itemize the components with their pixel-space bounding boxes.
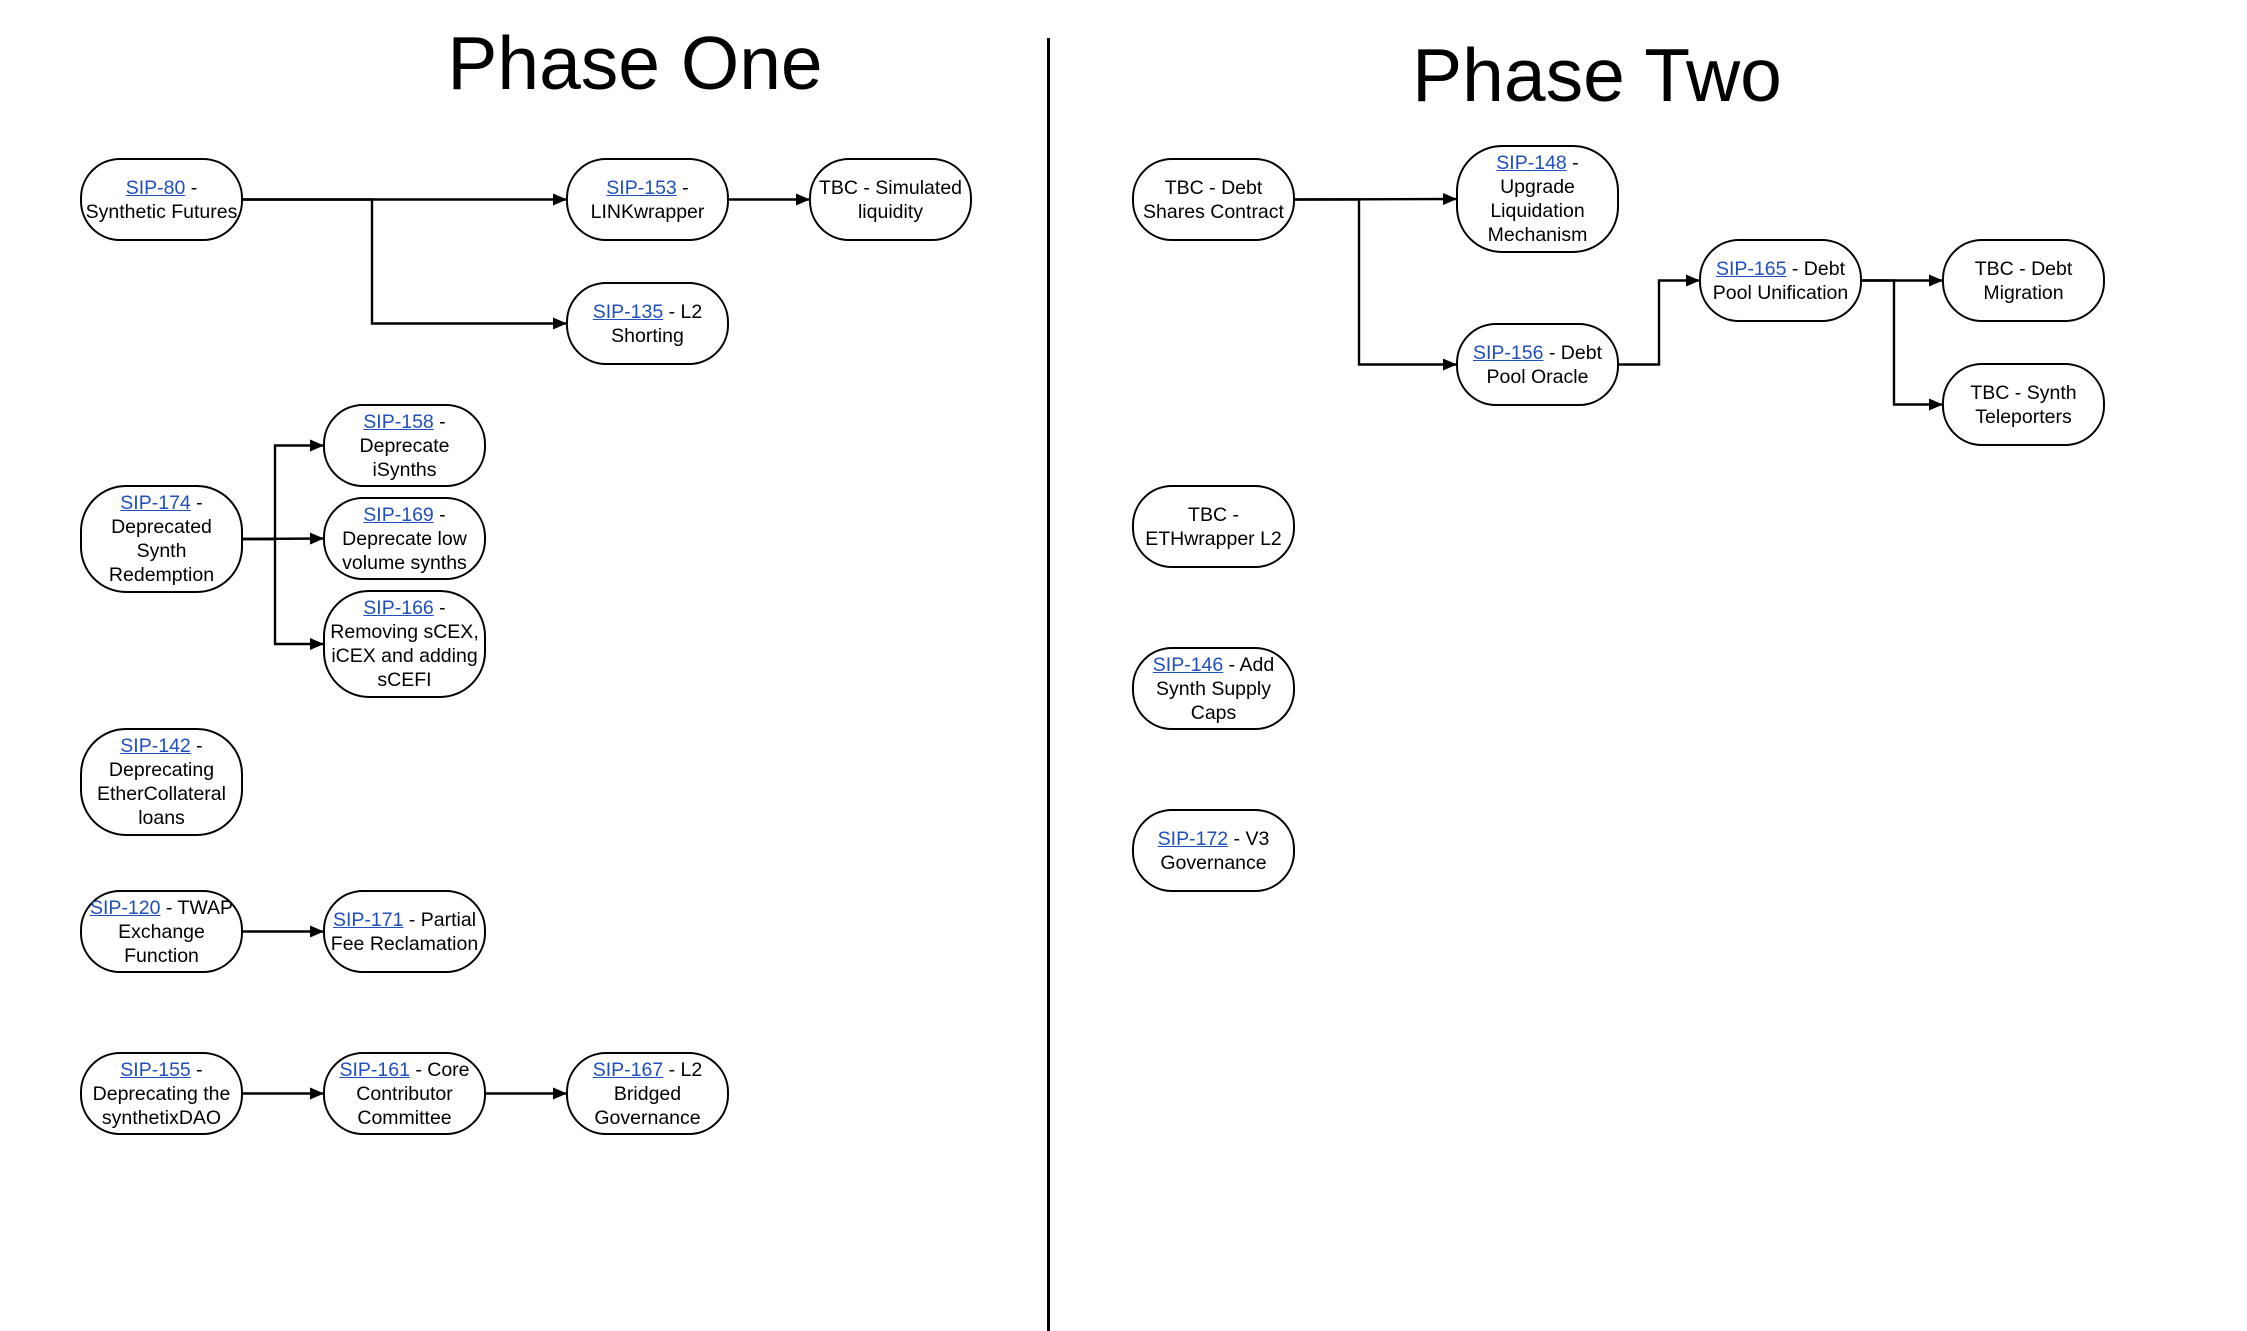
sip-link[interactable]: SIP-148 [1496,152,1567,174]
node-text: - Deprecated Synth Redemption [108,492,215,586]
node-text: TBC - Debt Migration [1974,257,2073,304]
node-text: - TWAP Exchange Function [118,896,234,967]
node-text: - Upgrade Liquidation Mechanism [1487,152,1588,246]
node-text: TBC - Simulated liquidity [818,176,963,223]
node-text: TBC - Synth Teleporters [1970,381,2077,428]
connector-arrow [1295,198,1457,371]
sip-link[interactable]: SIP-155 [120,1058,191,1081]
node-text: - Deprecating the synthetixDAO [92,1058,231,1129]
node-text: - Deprecating EtherCollateral loans [97,735,226,829]
connector-arrow [1862,279,1943,411]
connector-arrow [1294,193,1457,206]
node-sip-153: SIP-153 - LINKwrapper [566,158,729,241]
phase-one-title: Phase One [447,21,823,105]
node-text: - Add Synth Supply Caps [1156,653,1275,724]
sip-link[interactable]: SIP-156 [1473,341,1544,364]
node-text: - V3 Governance [1160,827,1270,874]
node-tbc-debt-shares-contract: TBC - Debt Shares Contract [1132,158,1295,241]
node-sip-148: SIP-148 - Upgrade Liquidation Mechanism [1456,145,1619,253]
node-sip-120: SIP-120 - TWAP Exchange Function [80,890,243,973]
node-text: - Debt Pool Oracle [1486,341,1602,388]
sip-link[interactable]: SIP-166 [363,597,434,619]
node-sip-167: SIP-167 - L2 Bridged Governance [566,1052,729,1135]
sip-link[interactable]: SIP-142 [120,735,191,757]
node-sip-172: SIP-172 - V3 Governance [1132,809,1295,892]
sip-link[interactable]: SIP-167 [592,1058,664,1081]
node-text: - Synthetic Futures [85,176,238,223]
node-sip-142: SIP-142 - Deprecating EtherCollateral lo… [80,728,243,836]
node-tbc-ethwrapper-l2: TBC - ETHwrapper L2 [1132,485,1295,568]
node-text: TBC - Debt Shares Contract [1143,176,1284,223]
node-text: - Debt Pool Unification [1712,257,1849,304]
node-sip-171: SIP-171 - Partial Fee Reclamation [323,890,486,973]
connector-arrow [1619,274,1700,366]
node-text: - Deprecate iSynths [359,410,450,481]
sip-link[interactable]: SIP-169 [363,503,434,526]
node-sip-155: SIP-155 - Deprecating the synthetixDAO [80,1052,243,1135]
node-sip-165: SIP-165 - Debt Pool Unification [1699,239,1862,322]
sip-link[interactable]: SIP-158 [363,410,434,433]
node-text: TBC - ETHwrapper L2 [1145,503,1282,550]
node-tbc-debt-migration: TBC - Debt Migration [1942,239,2105,322]
node-sip-80: SIP-80 - Synthetic Futures [80,158,243,241]
sip-link[interactable]: SIP-172 [1157,827,1229,850]
node-text: - L2 Shorting [611,300,703,347]
sip-link[interactable]: SIP-80 [125,176,186,199]
node-text: - L2 Bridged Governance [594,1058,703,1129]
connector-arrow [242,532,324,545]
node-sip-166: SIP-166 - Removing sCEX, iCEX and adding… [323,590,486,698]
sip-link[interactable]: SIP-146 [1152,653,1224,676]
node-sip-169: SIP-169 - Deprecate low volume synths [323,497,486,580]
sip-link[interactable]: SIP-165 [1716,257,1787,280]
phase-two-title: Phase Two [1412,33,1782,117]
node-sip-174: SIP-174 - Deprecated Synth Redemption [80,485,243,593]
node-text: - Partial Fee Reclamation [330,908,479,955]
node-sip-158: SIP-158 - Deprecate iSynths [323,404,486,487]
node-tbc-simulated-liquidity: TBC - Simulated liquidity [809,158,972,241]
connector-arrow [243,198,567,330]
node-text: - Deprecate low volume synths [342,503,467,574]
node-text: - Removing sCEX, iCEX and adding sCEFI [330,597,479,691]
phase-divider [1047,38,1050,1331]
connector-arrow [243,439,324,541]
sip-link[interactable]: SIP-135 [592,300,664,323]
sip-link[interactable]: SIP-174 [120,492,191,514]
node-sip-146: SIP-146 - Add Synth Supply Caps [1132,647,1295,730]
sip-link[interactable]: SIP-120 [89,896,161,919]
node-sip-161: SIP-161 - Core Contributor Committee [323,1052,486,1135]
sip-link[interactable]: SIP-153 [606,176,677,199]
connector-arrow [243,537,324,650]
node-text: - Core Contributor Committee [356,1058,470,1129]
node-tbc-synth-teleporters: TBC - Synth Teleporters [1942,363,2105,446]
node-sip-156: SIP-156 - Debt Pool Oracle [1456,323,1619,406]
sip-link[interactable]: SIP-171 [332,908,404,931]
sip-link[interactable]: SIP-161 [339,1058,410,1081]
node-sip-135: SIP-135 - L2 Shorting [566,282,729,365]
node-text: - LINKwrapper [590,176,705,223]
